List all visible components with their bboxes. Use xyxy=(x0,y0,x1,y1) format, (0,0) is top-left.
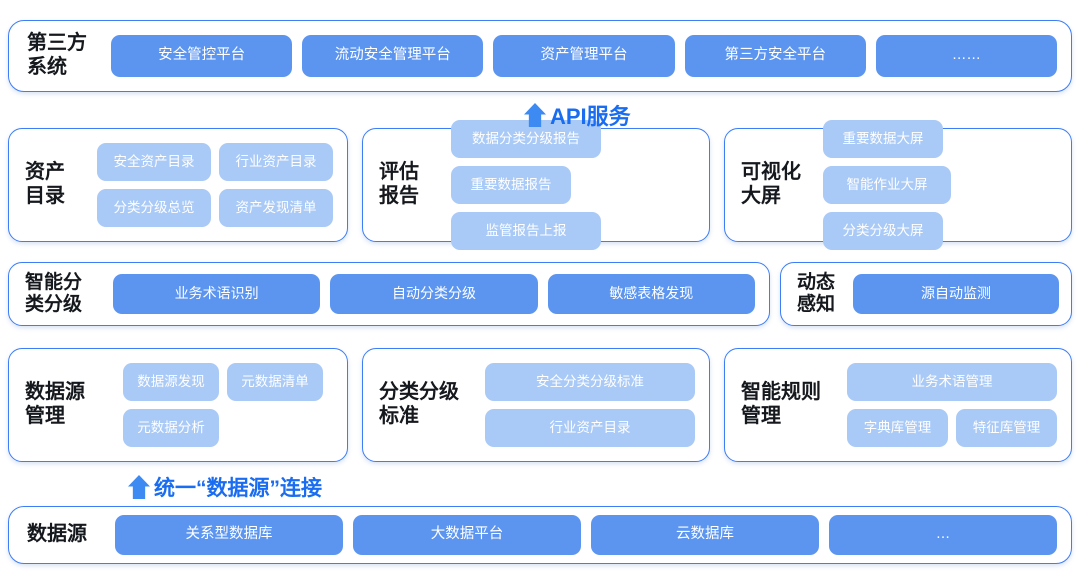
datasource-management-chip-grid: 数据源发现 元数据清单 元数据分析 xyxy=(123,363,333,447)
chip-datasource-more[interactable]: … xyxy=(829,515,1057,555)
chip-industry-asset-catalog[interactable]: 行业资产目录 xyxy=(219,143,333,181)
classification-standard-panel: 分类分级 标准 安全分类分级标准 行业资产目录 xyxy=(362,348,710,462)
chip-mobile-security-mgmt-platform[interactable]: 流动安全管理平台 xyxy=(302,35,484,77)
dynamic-sensing-chip-row: 源自动监测 xyxy=(853,274,1059,314)
chip-data-classification-report[interactable]: 数据分类分级报告 xyxy=(451,120,601,158)
assessment-report-panel: 评估 报告 数据分类分级报告 重要数据报告 监管报告上报 xyxy=(362,120,710,250)
dynamic-sensing-title: 动态 感知 xyxy=(797,271,836,315)
chip-smart-operation-screen[interactable]: 智能作业大屏 xyxy=(823,166,951,204)
assessment-report-title: 评估 报告 xyxy=(379,161,419,207)
chip-auto-classification[interactable]: 自动分类分级 xyxy=(330,274,538,314)
smart-rules-chip-grid: 业务术语管理 字典库管理 特征库管理 xyxy=(847,363,1057,447)
up-arrow-icon xyxy=(128,475,150,499)
chip-business-term-management[interactable]: 业务术语管理 xyxy=(847,363,1057,401)
visualization-chip-grid: 重要数据大屏 智能作业大屏 分类分级大屏 xyxy=(823,120,1057,250)
visualization-title: 可视化 大屏 xyxy=(741,161,801,207)
chip-classification-screen[interactable]: 分类分级大屏 xyxy=(823,212,943,250)
chip-business-term-recognition[interactable]: 业务术语识别 xyxy=(113,274,321,314)
chip-regulatory-report-submit[interactable]: 监管报告上报 xyxy=(451,212,601,250)
chip-dictionary-management[interactable]: 字典库管理 xyxy=(847,409,948,447)
smart-classification-chip-row: 业务术语识别 自动分类分级 敏感表格发现 xyxy=(113,274,755,314)
chip-metadata-list[interactable]: 元数据清单 xyxy=(227,363,323,401)
smart-rules-management-panel: 智能规则 管理 业务术语管理 字典库管理 特征库管理 xyxy=(724,348,1072,462)
chip-source-auto-monitoring[interactable]: 源自动监测 xyxy=(853,274,1059,314)
api-service-connector: API服务 xyxy=(524,99,631,131)
chip-datasource-discovery[interactable]: 数据源发现 xyxy=(123,363,219,401)
datasource-chip-row: 关系型数据库 大数据平台 云数据库 … xyxy=(115,515,1057,555)
asset-catalog-chip-grid: 安全资产目录 行业资产目录 分类分级总览 资产发现清单 xyxy=(97,143,333,227)
third-party-systems-title: 第三方 系统 xyxy=(27,32,87,78)
classification-standard-chip-grid: 安全分类分级标准 行业资产目录 xyxy=(485,363,695,447)
chip-important-data-report[interactable]: 重要数据报告 xyxy=(451,166,571,204)
chip-relational-database[interactable]: 关系型数据库 xyxy=(115,515,343,555)
chip-classification-overview[interactable]: 分类分级总览 xyxy=(97,189,211,227)
asset-catalog-title: 资产 目录 xyxy=(25,161,65,207)
chip-third-party-security-platform[interactable]: 第三方安全平台 xyxy=(684,35,866,77)
smart-rules-management-title: 智能规则 管理 xyxy=(741,381,821,427)
smart-classification-panel: 智能分 类分级 业务术语识别 自动分类分级 敏感表格发现 xyxy=(8,262,770,326)
up-arrow-icon xyxy=(524,103,546,127)
chip-industry-asset-catalog-standard[interactable]: 行业资产目录 xyxy=(485,409,695,447)
chip-cloud-database[interactable]: 云数据库 xyxy=(591,515,819,555)
chip-asset-mgmt-platform[interactable]: 资产管理平台 xyxy=(493,35,675,77)
chip-sensitive-table-discovery[interactable]: 敏感表格发现 xyxy=(547,274,755,314)
api-service-label: API服务 xyxy=(550,104,631,129)
smart-classification-title: 智能分 类分级 xyxy=(25,271,83,315)
assessment-report-chip-grid: 数据分类分级报告 重要数据报告 监管报告上报 xyxy=(451,120,695,250)
chip-security-classification-standard[interactable]: 安全分类分级标准 xyxy=(485,363,695,401)
unified-datasource-connector: 统一“数据源”连接 xyxy=(128,472,322,502)
chip-more-ellipsis[interactable]: …… xyxy=(875,35,1058,77)
chip-bigdata-platform[interactable]: 大数据平台 xyxy=(353,515,581,555)
third-party-systems-panel: 第三方 系统 安全管控平台 流动安全管理平台 资产管理平台 第三方安全平台 …… xyxy=(8,20,1072,92)
unified-datasource-label: 统一“数据源”连接 xyxy=(154,477,322,500)
datasource-management-title: 数据源 管理 xyxy=(25,381,85,427)
dynamic-sensing-panel: 动态 感知 源自动监测 xyxy=(780,262,1072,326)
datasource-panel: 数据源 关系型数据库 大数据平台 云数据库 … xyxy=(8,506,1072,564)
chip-security-asset-catalog[interactable]: 安全资产目录 xyxy=(97,143,211,181)
chip-asset-discovery-list[interactable]: 资产发现清单 xyxy=(219,189,333,227)
chip-metadata-analysis[interactable]: 元数据分析 xyxy=(123,409,219,447)
datasource-title: 数据源 xyxy=(27,523,87,546)
third-party-systems-chip-row: 安全管控平台 流动安全管理平台 资产管理平台 第三方安全平台 …… xyxy=(111,35,1058,77)
chip-important-data-screen[interactable]: 重要数据大屏 xyxy=(823,120,943,158)
datasource-management-panel: 数据源 管理 数据源发现 元数据清单 元数据分析 xyxy=(8,348,348,462)
visualization-panel: 可视化 大屏 重要数据大屏 智能作业大屏 分类分级大屏 xyxy=(724,120,1072,250)
asset-catalog-panel: 资产 目录 安全资产目录 行业资产目录 分类分级总览 资产发现清单 xyxy=(8,128,348,242)
classification-standard-title: 分类分级 标准 xyxy=(379,381,459,427)
chip-feature-library-management[interactable]: 特征库管理 xyxy=(956,409,1057,447)
chip-security-control-platform[interactable]: 安全管控平台 xyxy=(111,35,293,77)
